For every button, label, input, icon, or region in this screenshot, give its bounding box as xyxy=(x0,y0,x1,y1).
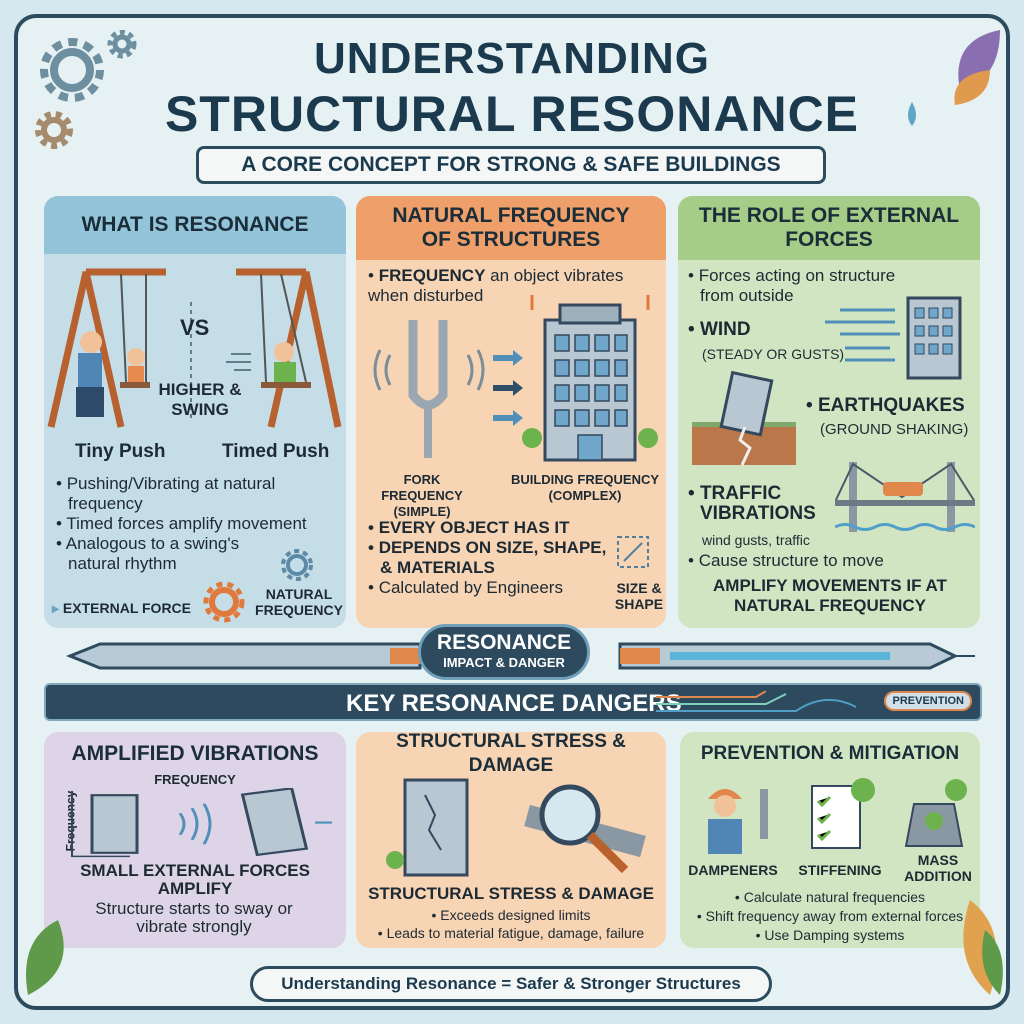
panel-header: THE ROLE OF EXTERNAL FORCES xyxy=(678,196,980,260)
building-caption: BUILDING FREQUENCY (COMPLEX) xyxy=(510,472,660,503)
bullet-list: • Calculate natural frequencies • Shift … xyxy=(680,888,980,945)
traffic-sub: wind gusts, traffic xyxy=(702,532,810,548)
amplify-note: AMPLIFY MOVEMENTS IF AT NATURAL FREQUENC… xyxy=(713,576,947,615)
size-shape-label: SIZE & SHAPE xyxy=(614,580,664,612)
panel-header: AMPLIFIED VIBRATIONS xyxy=(71,742,319,765)
earthquakes-sub: (GROUND SHAKING) xyxy=(820,421,969,438)
wind-building-illustration xyxy=(825,296,962,380)
building-illustration xyxy=(522,295,658,462)
bullet: • Exceeds designed limits xyxy=(431,907,591,923)
earthquakes-label: • EARTHQUAKES xyxy=(806,395,965,416)
resonance-badge: RESONANCE IMPACT & DANGER xyxy=(418,624,590,680)
wind-sub: (STEADY OR GUSTS) xyxy=(702,346,845,362)
subtitle-banner: A CORE CONCEPT FOR STRONG & SAFE BUILDIN… xyxy=(196,146,826,184)
divider-bar xyxy=(65,642,975,670)
frequency-label: FREQUENCY xyxy=(154,772,236,787)
banner-title: KEY RESONANCE DANGERS xyxy=(346,690,682,717)
checklist-icon xyxy=(811,778,875,849)
bridge-illustration xyxy=(835,462,975,532)
amplify-caption: SMALL EXTERNAL FORCES AMPLIFY xyxy=(80,861,310,898)
bullet: • Pushing/Vibrating at natural frequency xyxy=(56,474,276,513)
leaf-icon xyxy=(26,920,64,995)
timed-push-label: Timed Push xyxy=(222,441,330,462)
natural-frequency-label: NATURAL FREQUENCY xyxy=(255,586,343,618)
footer-banner: Understanding Resonance = Safer & Strong… xyxy=(250,966,772,1002)
bullet: • Shift frequency away from external for… xyxy=(696,908,964,924)
frequency-definition: • FREQUENCY an object vibrates when dist… xyxy=(368,266,624,305)
traffic-label: • TRAFFIC VIBRATIONS xyxy=(688,483,816,524)
stress-caption: STRUCTURAL STRESS & DAMAGE xyxy=(368,884,654,903)
prevention-badge: PREVENTION xyxy=(884,691,972,711)
title-line2: STRUCTURAL RESONANCE xyxy=(164,86,860,142)
leaf-icon xyxy=(954,30,1000,105)
dampeners-label: DAMPENERS xyxy=(688,862,778,878)
bullet: • Forces acting on structure from outsid… xyxy=(688,266,896,305)
bullet: • Analogous to a swing's natural rhythm xyxy=(56,534,240,573)
tuning-fork-illustration xyxy=(373,320,523,458)
water-drop-icon xyxy=(908,102,916,126)
panel-header: STRUCTURAL STRESS & DAMAGE xyxy=(396,732,626,776)
stiffening-label: STIFFENING xyxy=(798,862,882,878)
panel-header: NATURAL FREQUENCY OF STRUCTURES xyxy=(356,196,666,260)
circuit-lines xyxy=(656,691,857,712)
higher-swing-label: HIGHER & SWING xyxy=(158,380,242,419)
tiny-push-label: Tiny Push xyxy=(75,441,166,462)
wind-label: • WIND xyxy=(688,319,751,340)
leaf-icon xyxy=(963,900,1003,995)
gear-icon xyxy=(281,549,313,581)
vibration-illustration xyxy=(71,788,332,858)
weight-icon xyxy=(904,779,967,847)
external-force-label: ▸ EXTERNAL FORCE xyxy=(52,600,192,616)
fork-caption: FORK FREQUENCY (SIMPLE) xyxy=(381,472,463,519)
bullet: • DEPENDS ON SIZE, SHAPE, & MATERIALS xyxy=(368,538,607,577)
panel-header: PREVENTION & MITIGATION xyxy=(700,743,960,764)
bullet: • Calculated by Engineers xyxy=(368,578,563,597)
bullet: • Use Damping systems xyxy=(755,927,905,943)
cracked-building-illustration xyxy=(386,778,469,877)
bullet: • Leads to material fatigue, damage, fai… xyxy=(377,925,645,941)
resonance-subtitle: IMPACT & DANGER xyxy=(443,655,565,670)
bullet: • EVERY OBJECT HAS IT xyxy=(368,518,570,537)
bullet: • Timed forces amplify movement xyxy=(56,514,307,533)
engineer-icon xyxy=(708,789,768,854)
vs-label: VS xyxy=(180,315,210,340)
mass-addition-label: MASS ADDITION xyxy=(904,852,972,884)
bullet: • Cause structure to move xyxy=(688,551,884,570)
gear-icon xyxy=(203,581,245,623)
dangers-banner: KEY RESONANCE DANGERS PREVENTION xyxy=(44,683,982,721)
swing-set-illustration xyxy=(47,268,342,428)
panel-header: WHAT IS RESONANCE xyxy=(44,196,346,254)
bullet-list: • EVERY OBJECT HAS IT • DEPENDS ON SIZE,… xyxy=(368,518,613,598)
bullet-list: • Exceeds designed limits • Leads to mat… xyxy=(356,906,666,942)
gear-icon xyxy=(35,30,137,149)
bullet: • Calculate natural frequencies xyxy=(734,889,926,905)
resonance-title: RESONANCE xyxy=(436,631,572,654)
title-line1: UNDERSTANDING xyxy=(314,34,710,83)
resize-icon xyxy=(617,536,649,568)
bullet-list: • Pushing/Vibrating at natural frequency… xyxy=(56,474,341,574)
amplify-text: Structure starts to sway or vibrate stro… xyxy=(95,899,293,936)
magnifier-icon xyxy=(524,784,646,874)
earthquake-illustration xyxy=(692,370,796,466)
